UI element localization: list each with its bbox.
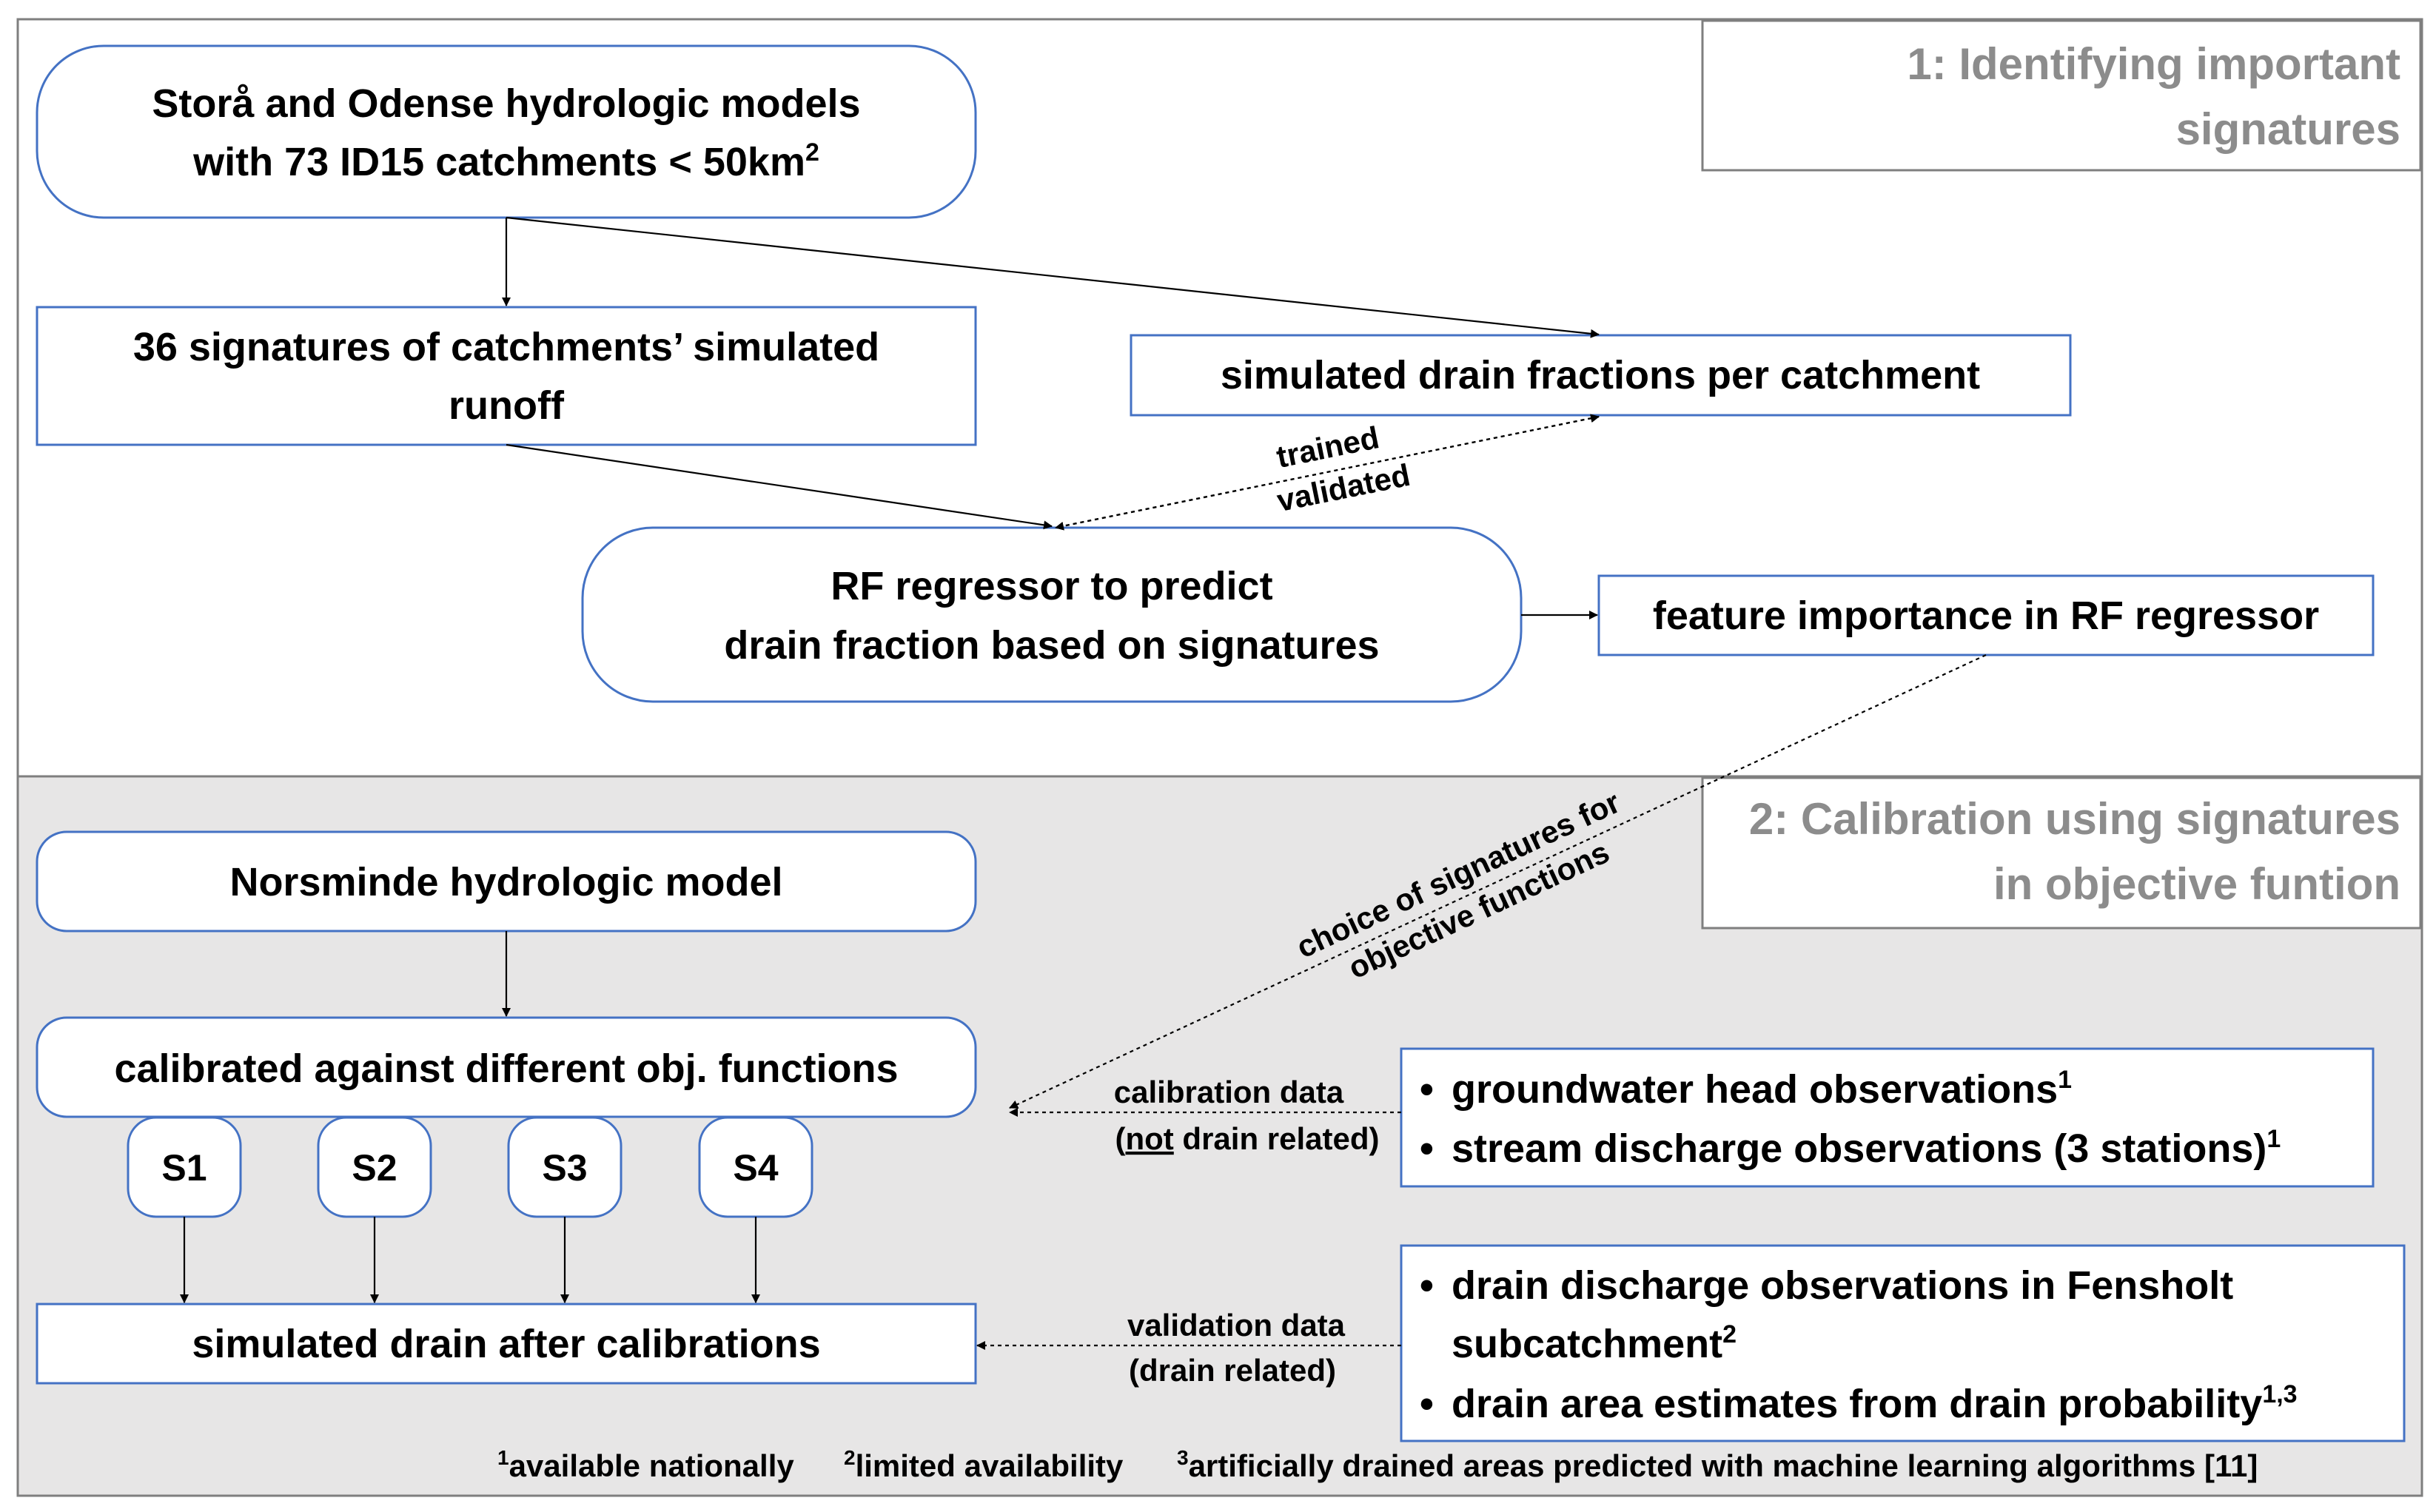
svg-text:Norsminde hydrologic model: Norsminde hydrologic model	[229, 860, 782, 904]
calib-data-open: (	[1115, 1121, 1125, 1156]
svg-text:stream discharge observations: stream discharge observations (3 station…	[1452, 1125, 2281, 1171]
svg-text:in objective funtion: in objective funtion	[1993, 859, 2400, 909]
footnote-3-text: artificially drained areas predicted wit…	[1189, 1448, 2258, 1483]
svg-text:simulated drain fractions per: simulated drain fractions per catchment	[1221, 353, 1980, 397]
node-validation-observations: • drain discharge observations in Fensho…	[1400, 1244, 2406, 1442]
svg-text:2limited availability: 2limited availability	[844, 1446, 1124, 1483]
svg-text:calibrated against different o: calibrated against different obj. functi…	[114, 1046, 898, 1091]
svg-text:(drain related): (drain related)	[1129, 1353, 1336, 1388]
svg-text:RF regressor to predict: RF regressor to predict	[831, 564, 1272, 608]
svg-text:•: •	[1420, 1382, 1434, 1426]
models-superscript: 2	[805, 138, 819, 167]
node-feature-importance: feature importance in RF regressor	[1597, 574, 2375, 656]
node-rf-regressor: RF regressor to predict drain fraction b…	[581, 526, 1523, 703]
svg-text:2: Calibration using signature: 2: Calibration using signatures	[1749, 794, 2400, 844]
edge-label-calibration-data: calibration data (not drain related)	[1114, 1075, 1380, 1156]
calib-obs-1-text: groundwater head observations	[1452, 1067, 2058, 1112]
panel-2-title: 2: Calibration using signatures in objec…	[1701, 776, 2422, 930]
node-norsminde-model: Norsminde hydrologic model	[36, 830, 977, 933]
calib-obs-2-text: stream discharge observations (3 station…	[1452, 1126, 2266, 1171]
svg-text:validation data: validation data	[1127, 1308, 1346, 1343]
svg-text:S1: S1	[161, 1147, 207, 1189]
scenario-s4: S4	[698, 1116, 813, 1218]
edge-label-validation-data: validation data (drain related)	[1127, 1308, 1346, 1388]
calib-data-not: not	[1125, 1121, 1173, 1156]
calib-obs-2-superscript: 1	[2266, 1125, 2281, 1153]
panel-1-title: 1: Identifying important signatures	[1701, 19, 2422, 172]
node-simulated-drain: simulated drain after calibrations	[36, 1303, 977, 1385]
svg-text:subcatchment2: subcatchment2	[1452, 1320, 1737, 1366]
valid-obs-2-superscript: 1,3	[2262, 1380, 2297, 1408]
scenario-s3: S3	[507, 1116, 623, 1218]
models-line2: with 73 ID15 catchments < 50km	[192, 140, 805, 184]
valid-obs-1-line2: subcatchment	[1452, 1322, 1722, 1366]
svg-text:simulated drain after calibrat: simulated drain after calibrations	[192, 1322, 820, 1366]
svg-text:signatures: signatures	[2176, 104, 2400, 154]
svg-text:36 signatures of catchments’ s: 36 signatures of catchments’ simulated	[133, 325, 879, 369]
node-signatures: 36 signatures of catchments’ simulated r…	[36, 306, 977, 446]
scenario-s2: S2	[317, 1116, 432, 1218]
footnote-3-marker: 3	[1177, 1446, 1189, 1469]
svg-text:Storå and Odense hydrologic mo: Storå and Odense hydrologic models	[152, 81, 860, 126]
svg-text:runoff: runoff	[449, 383, 565, 428]
valid-obs-1-superscript: 2	[1722, 1320, 1737, 1348]
svg-text:•: •	[1420, 1067, 1434, 1112]
node-calibrated: calibrated against different obj. functi…	[36, 1016, 977, 1118]
svg-text:1: Identifying important: 1: Identifying important	[1907, 39, 2400, 89]
svg-text:calibration data: calibration data	[1114, 1075, 1344, 1109]
footnote-2-text: limited availability	[856, 1448, 1124, 1483]
footnote-1-marker: 1	[497, 1446, 509, 1469]
svg-text:groundwater head observations1: groundwater head observations1	[1452, 1066, 2072, 1112]
edge-signatures-to-rf	[506, 443, 1053, 530]
calib-obs-1-superscript: 1	[2058, 1066, 2072, 1094]
svg-text:with 73 ID15 catchments < 50km: with 73 ID15 catchments < 50km2	[192, 138, 819, 184]
footnote-1-text: available nationally	[509, 1448, 795, 1483]
svg-text:drain area estimates from drai: drain area estimates from drain probabil…	[1452, 1380, 2298, 1426]
svg-text:S4: S4	[733, 1147, 778, 1189]
node-drain-fractions: simulated drain fractions per catchment	[1130, 334, 2072, 417]
svg-text:feature importance in RF regre: feature importance in RF regressor	[1653, 594, 2319, 638]
edge-drain-fractions-to-rf	[1055, 415, 1600, 531]
svg-text:•: •	[1420, 1263, 1434, 1308]
scenario-s1: S1	[127, 1116, 242, 1218]
svg-text:drain discharge observations i: drain discharge observations in Fensholt	[1452, 1263, 2233, 1308]
footnotes: 1available nationally 2limited availabil…	[497, 1446, 2258, 1483]
edge-feature-importance-to-calibrated	[1009, 654, 1987, 1109]
node-hydrologic-models: Storå and Odense hydrologic models with …	[36, 44, 977, 219]
edge-models-to-drain-fractions	[506, 216, 1600, 338]
svg-text:1available nationally: 1available nationally	[497, 1446, 794, 1483]
svg-text:•: •	[1420, 1126, 1434, 1171]
svg-text:S3: S3	[542, 1147, 587, 1189]
footnote-2-marker: 2	[844, 1446, 856, 1469]
svg-text:3artificially drained areas p: 3artificially drained areas predicted wi…	[1177, 1446, 2258, 1483]
svg-text:drain fraction based on signat: drain fraction based on signatures	[724, 623, 1379, 668]
node-calibration-observations: • groundwater head observations1 • strea…	[1400, 1047, 2375, 1188]
svg-text:S2: S2	[352, 1147, 397, 1189]
valid-obs-2-text: drain area estimates from drain probabil…	[1452, 1382, 2262, 1426]
calib-data-rest: drain related)	[1174, 1121, 1380, 1156]
svg-text:(not drain related): (not drain related)	[1115, 1121, 1379, 1156]
